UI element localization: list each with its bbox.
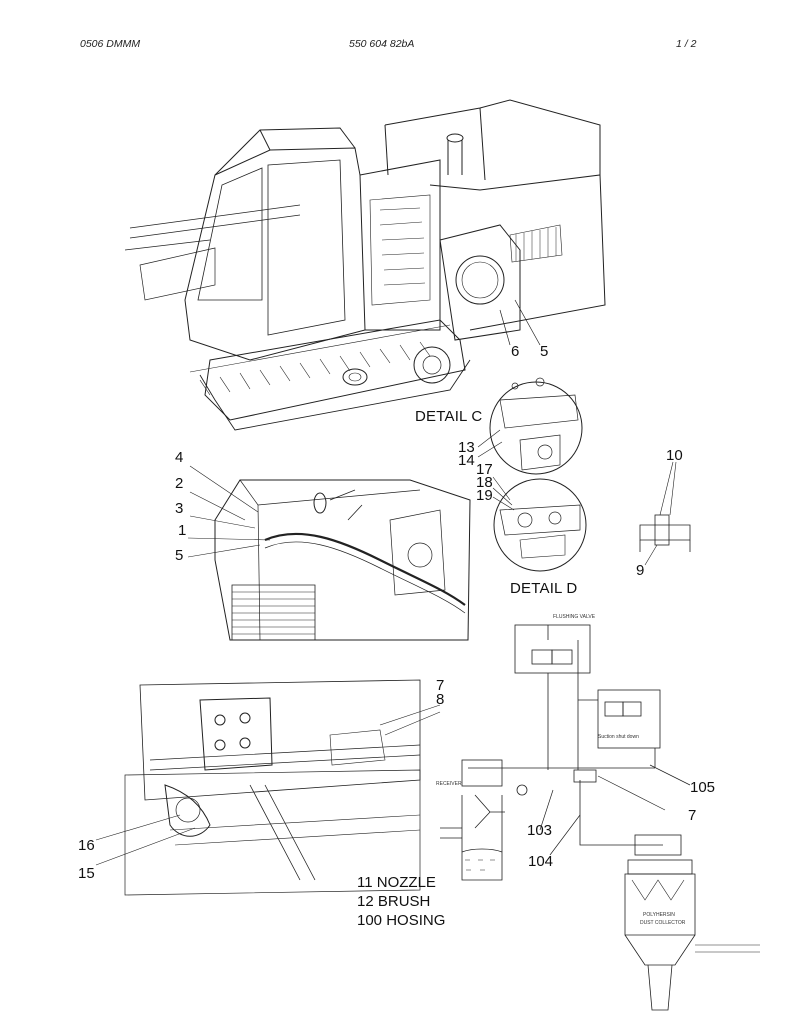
engine-compartment-view [187,465,471,641]
legend-item: 11 NOZZLE [357,874,436,891]
callout-15: 15 [78,865,95,882]
legend-item: 12 BRUSH [357,893,431,910]
valve-detail [639,461,691,566]
dust-collector-label-1: POLYHERSIN [643,912,675,918]
callout-19: 19 [476,487,493,504]
callout-7-upper: 7 [436,677,445,694]
detail-c-view [477,377,583,475]
callout-6: 6 [511,343,520,360]
callout-7-lower: 7 [688,807,697,824]
parts-legend: 11 NOZZLE 12 BRUSH 100 HOSING [357,873,445,930]
pneumatic-schematic [440,624,760,1011]
part-number: 550 604 82bA [349,38,415,50]
dust-collector-label-2: DUST COLLECTOR [640,920,686,926]
valve-block-view [95,679,441,896]
drill-rig-illustration [124,99,606,431]
callout-105: 105 [690,779,716,796]
callout-104: 104 [528,853,554,870]
callout-8: 8 [436,691,445,708]
callout-17: 17 [476,461,493,478]
callout-14: 14 [458,452,475,469]
flushing-valve-label: FLUSHING VALVE [553,614,596,620]
callout-13: 13 [458,439,475,456]
callout-3: 3 [175,500,184,517]
callout-5-lower: 5 [175,547,184,564]
callout-1: 1 [178,522,187,539]
callout-16: 16 [78,837,95,854]
callout-4: 4 [175,449,184,466]
callout-5: 5 [540,343,549,360]
page-number: 1 / 2 [676,38,697,50]
doc-code: 0506 DMMM [80,38,141,50]
callout-10: 10 [666,447,683,464]
legend-item: 100 HOSING [357,912,446,929]
suction-shutdown-label: Suction shut down [598,734,639,740]
receiver-label: RECEIVER [436,781,462,787]
callout-2: 2 [175,475,184,492]
detail-d-label: DETAIL D [510,580,578,597]
callout-103: 103 [527,822,553,839]
callout-9: 9 [636,562,645,579]
callout-18: 18 [476,474,493,491]
detail-c-label: DETAIL C [415,408,483,425]
detail-d-view [492,476,587,572]
